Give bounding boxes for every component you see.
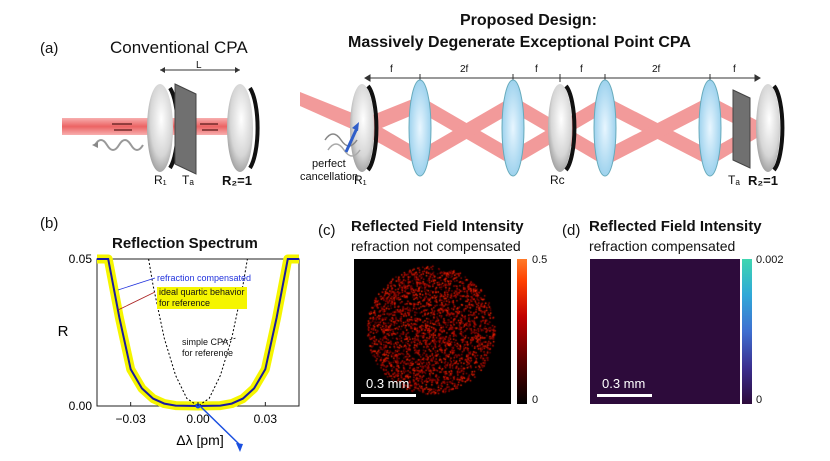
panel-c-title: Reflected Field Intensity — [351, 218, 524, 235]
legend-pointer — [117, 291, 156, 311]
cancellation-wave-icon — [324, 133, 358, 147]
absorber-ta-icon — [174, 83, 197, 175]
legend-simple: simple CPA for reference — [182, 337, 233, 359]
colorbar-c-max: 0.5 — [532, 254, 548, 266]
scalebar-label-c: 0.3 mm — [366, 376, 410, 391]
x-tick-label: 0.00 — [186, 412, 210, 426]
colorbar-c — [517, 259, 527, 404]
lens-2-icon — [501, 79, 525, 177]
legend-simple-line1: simple CPA — [182, 337, 229, 347]
panel-c-subtitle: refraction not compensated — [351, 238, 521, 254]
chart-title: Reflection Spectrum — [112, 235, 258, 252]
legend-pointer — [221, 337, 237, 343]
speckle-intensity-map — [354, 259, 511, 404]
lens-1-icon — [408, 79, 432, 177]
panel-c-label: (c) — [318, 222, 336, 239]
proposed-ta-label: Tₐ — [728, 173, 740, 187]
scalebar-label-d: 0.3 mm — [602, 376, 646, 391]
spacing-label-1: f — [390, 64, 393, 75]
lens-4-icon — [698, 79, 722, 177]
panel-b-label: (b) — [40, 215, 59, 232]
panel-d-subtitle: refraction compensated — [589, 238, 736, 254]
spacing-label-2: 2f — [460, 64, 469, 75]
proposed-r2-label: R₂=1 — [748, 173, 778, 188]
y-tick-label: 0.00 — [69, 399, 93, 413]
legend-quartic: ideal quartic behavior for reference — [157, 287, 247, 309]
colorbar-d — [742, 259, 752, 404]
lens-3-icon — [593, 79, 617, 177]
conventional-cpa-title: Conventional CPA — [110, 38, 248, 57]
legend-pointer — [117, 277, 156, 291]
r2-label: R₂=1 — [222, 173, 252, 188]
conventional-cpa-diagram — [62, 67, 260, 175]
compensated-intensity-map — [590, 259, 740, 404]
x-tick-label: −0.03 — [115, 412, 146, 426]
colorbar-c-min: 0 — [532, 394, 539, 406]
spacing-label-6: f — [733, 64, 736, 75]
r1-label: R₁ — [154, 173, 167, 187]
proposed-cpa-diagram — [300, 74, 785, 177]
legend-quartic-line1: ideal quartic behavior — [159, 287, 245, 297]
y-tick-label: 0.05 — [69, 252, 93, 266]
mirror-rc-icon — [548, 84, 572, 172]
minimum-arrow-icon — [199, 405, 241, 446]
perfect-label: perfect — [312, 158, 346, 170]
input-wave-icon — [94, 139, 144, 151]
legend-simple-line2: for reference — [182, 348, 234, 358]
scalebar-c — [361, 394, 416, 397]
absorber-ta-icon — [732, 89, 751, 169]
ta-label: Tₐ — [182, 173, 194, 187]
mirror-r2-icon — [227, 84, 253, 172]
cancellation-arrow-icon — [344, 127, 359, 153]
legend-quartic-line2: for reference — [159, 298, 211, 308]
x-axis-label: Δλ [pm] — [176, 432, 223, 448]
legend-compensated: refraction compensated — [157, 273, 252, 283]
setup-schematics — [62, 67, 785, 177]
cancellation-label: cancellation — [300, 171, 359, 183]
length-label: L — [196, 60, 202, 71]
mirror-r2-icon — [756, 84, 780, 172]
panel-d-label: (d) — [562, 222, 581, 239]
scalebar-d — [597, 394, 652, 397]
mirror-r1-icon — [350, 84, 374, 172]
rc-label: Rc — [550, 173, 565, 187]
panel-d-title: Reflected Field Intensity — [589, 218, 762, 235]
proposed-design-subtitle: Massively Degenerate Exceptional Point C… — [348, 34, 691, 51]
spacing-label-3: f — [535, 64, 538, 75]
mirror-r1-icon — [147, 84, 173, 172]
colorbar-d-max: 0.002 — [756, 254, 784, 266]
spacing-label-5: 2f — [652, 64, 661, 75]
colorbar-d-min: 0 — [756, 394, 763, 406]
proposed-r1-label: R₁ — [354, 173, 367, 187]
spacing-label-4: f — [580, 64, 583, 75]
proposed-design-title: Proposed Design: — [460, 12, 597, 29]
x-tick-label: 0.03 — [254, 412, 278, 426]
reflection-spectrum-chart: −0.03 0.00 0.03 0.00 0.05 R Δλ [pm] — [58, 252, 300, 452]
spacing-arrows — [364, 74, 761, 82]
panel-a-label: (a) — [40, 40, 59, 57]
y-axis-label: R — [58, 323, 69, 340]
